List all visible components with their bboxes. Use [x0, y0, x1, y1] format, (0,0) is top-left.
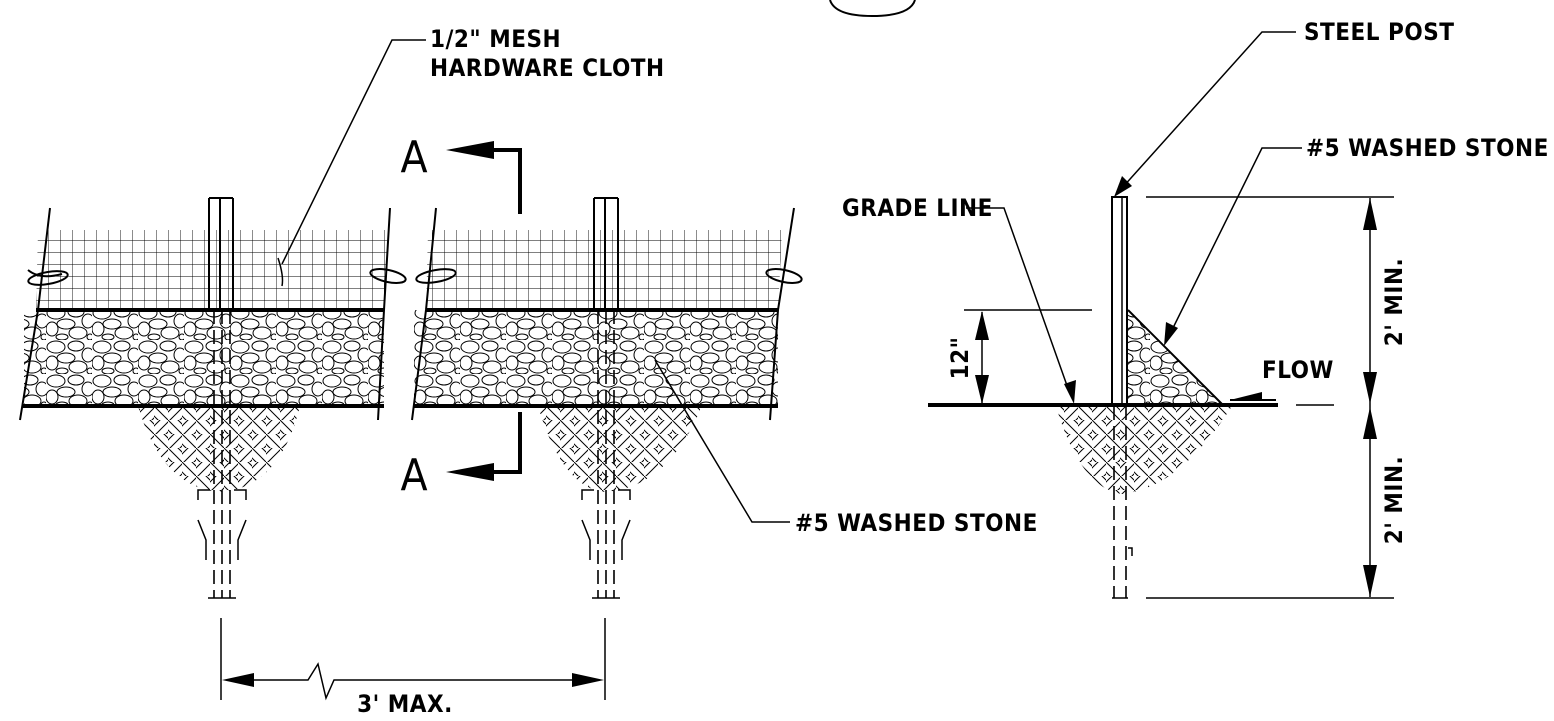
- steel-post-section: [1111, 196, 1128, 406]
- hardware-cloth-mesh: [36, 230, 388, 310]
- label-steel-post: STEEL POST: [1304, 18, 1455, 46]
- washed-stone-fill: [414, 310, 778, 406]
- label-flow: FLOW: [1262, 356, 1334, 384]
- label-two-min-lower: 2' MIN.: [1380, 456, 1408, 544]
- steel-post-right: [581, 197, 631, 599]
- washed-stone-leader-front: [654, 359, 790, 523]
- height-12-dimension: [964, 309, 1092, 404]
- soil-hatch: [138, 406, 300, 492]
- section-label-a-top: A: [400, 132, 427, 183]
- steel-post-left: [197, 197, 247, 599]
- depth-dimensions: [1146, 196, 1394, 599]
- label-two-min-upper: 2' MIN.: [1380, 258, 1408, 346]
- soil-hatch: [538, 406, 702, 492]
- front-view-left-panel: [19, 207, 407, 492]
- grade-line-leader: [966, 207, 1076, 404]
- label-grade-line: GRADE LINE: [842, 194, 993, 222]
- section-marker-a: [446, 141, 522, 481]
- label-height-12: 12": [946, 337, 974, 380]
- section-view: [928, 196, 1334, 599]
- washed-stone-leader-section: [1164, 147, 1302, 346]
- soil-hatch-section: [1056, 406, 1232, 494]
- steel-post-leader: [1114, 31, 1296, 197]
- detail-callout-circle: [829, 0, 916, 18]
- mesh-leader: [277, 39, 426, 287]
- label-mesh-line2: HARDWARE CLOTH: [430, 54, 665, 82]
- washed-stone-fill: [24, 310, 384, 406]
- front-view-right-panel: [411, 207, 803, 492]
- label-washed-stone-front: #5 WASHED STONE: [795, 509, 1038, 537]
- label-spacing: 3' MAX.: [357, 690, 453, 716]
- spacing-dimension: [220, 618, 606, 701]
- label-mesh-line1: 1/2" MESH: [430, 25, 561, 53]
- label-washed-stone-section: #5 WASHED STONE: [1306, 134, 1549, 162]
- flow-arrow: [1230, 392, 1276, 401]
- section-label-a-bottom: A: [400, 450, 427, 501]
